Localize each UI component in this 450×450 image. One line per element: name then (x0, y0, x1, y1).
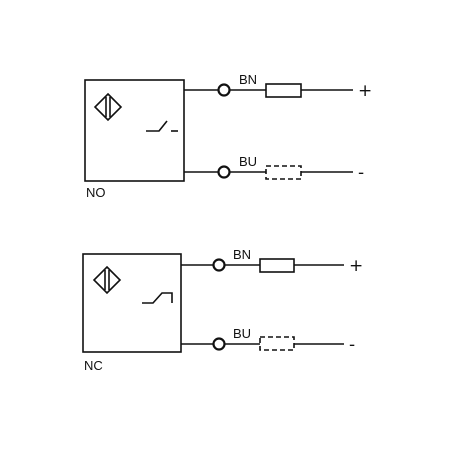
sensor-nc-bu-terminal (212, 337, 226, 351)
sensor-no-optional-load (265, 165, 302, 180)
sensor-no-type-label: NO (86, 185, 106, 200)
sensor-no-bn-label: BN (239, 72, 257, 87)
sensor-no (84, 79, 353, 182)
sensor-no-body (84, 79, 185, 182)
sensor-no-plus-sign: + (358, 81, 372, 101)
sensor-nc-minus-sign: - (349, 335, 355, 355)
sensor-nc-bu-label: BU (233, 326, 251, 341)
sensor-no-proximity-icon (93, 92, 123, 122)
sensor-nc-contact-icon (142, 292, 173, 304)
sensor-nc-body (82, 253, 182, 353)
sensor-nc-load-resistor (259, 258, 295, 273)
sensor-no-bu-label: BU (239, 154, 257, 169)
sensor-nc-optional-load (259, 336, 295, 351)
sensor-no-contact-icon (146, 120, 168, 132)
sensor-no-bu-terminal (217, 165, 231, 179)
sensor-nc-bn-label: BN (233, 247, 251, 262)
sensor-nc-type-label: NC (84, 358, 103, 373)
sensor-nc-plus-sign: + (349, 256, 363, 276)
sensor-nc-bn-terminal (212, 258, 226, 272)
sensor-nc (82, 253, 344, 353)
sensor-nc-proximity-icon (92, 265, 122, 295)
sensor-no-load-resistor (265, 83, 302, 98)
sensor-no-minus-sign: - (358, 163, 364, 183)
sensor-no-bn-terminal (217, 83, 231, 97)
